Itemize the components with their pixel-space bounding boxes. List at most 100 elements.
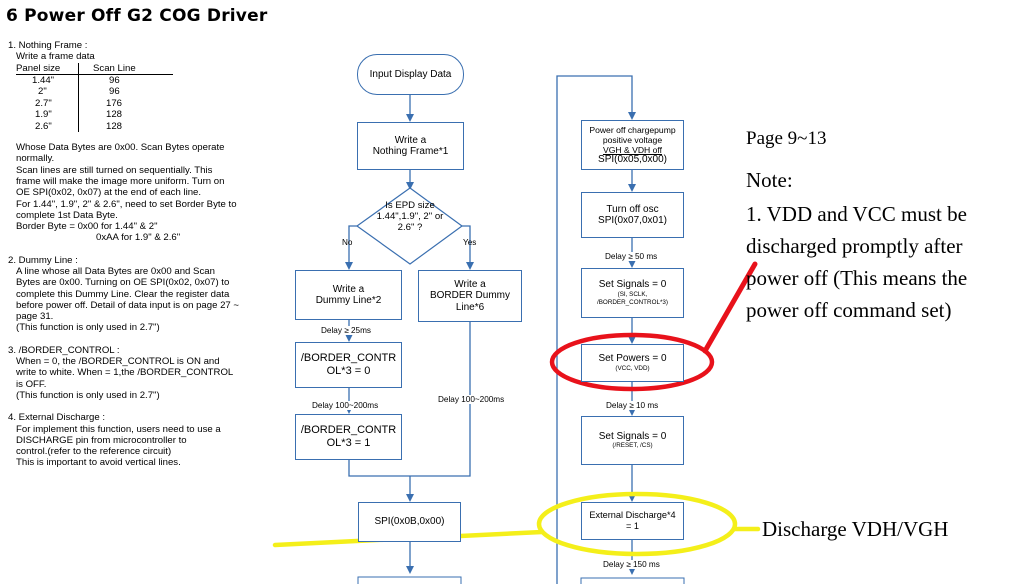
node-sublabel: /BORDER_CONTROL*3): [596, 298, 669, 306]
node-label: Dummy Line*2: [315, 295, 382, 306]
note-2-line: (This function is only used in 2.7"): [16, 322, 160, 334]
node-label: positive voltage: [602, 134, 663, 145]
node-label: = 1: [625, 521, 640, 531]
table-cell: 128: [106, 109, 123, 121]
note-4-line: control.(refer to the reference circuit): [16, 446, 172, 458]
table-row: 2"96: [16, 86, 173, 98]
delay-label: Delay ≥ 50 ms: [605, 252, 658, 261]
note-1-line: complete 1st Data Byte.: [16, 209, 118, 221]
node-label: Nothing Frame*1: [372, 146, 449, 157]
note-1-line: Whose Data Bytes are 0x00. Scan Bytes op…: [16, 142, 225, 154]
node-label: OL*3 = 0: [326, 365, 371, 377]
note-3-line: (This function is only used in 2.7"): [16, 389, 160, 401]
decision-line: 2.6" ?: [397, 222, 423, 233]
table-cell: 128: [106, 120, 123, 132]
note-1-sub: Write a frame data: [16, 51, 95, 63]
delay-label: Delay 100~200ms: [438, 395, 505, 404]
node-label: External Discharge*4: [589, 510, 676, 520]
border-control-0-node: /BORDER_CONTR OL*3 = 0: [295, 342, 402, 388]
no-label: No: [342, 238, 353, 247]
node-label: Set Powers = 0: [598, 353, 667, 365]
note-3-title: 3. /BORDER_CONTROL :: [8, 344, 120, 356]
table-cell: 1.44": [16, 74, 79, 87]
note-line: power off (This means the: [746, 266, 968, 290]
discharge-annotation: Discharge VDH/VGH: [762, 517, 949, 541]
table-row: 1.44" 96: [16, 74, 173, 87]
page-reference: Page 9~13: [746, 128, 827, 149]
set-signals-reset-node: Set Signals = 0 (/RESET, /CS): [581, 416, 684, 465]
note-line: power off command set): [746, 298, 952, 322]
node-label: Write a: [454, 278, 486, 290]
note-2-title: 2. Dummy Line :: [8, 254, 78, 266]
note-2-line: page 31.: [16, 311, 54, 323]
decision-diamond: [355, 187, 464, 265]
node-label: SPI(0x05,0x00): [598, 154, 667, 166]
note-1-line: frame will make the image more uniform. …: [16, 175, 225, 187]
set-powers-node: Set Powers = 0 (VCC, VDD): [581, 344, 684, 382]
power-off-chargepump-node: Power off chargepump positive voltage VG…: [581, 120, 684, 170]
set-signals-node: Set Signals = 0 (SI, SCLK, /BORDER_CONTR…: [581, 268, 684, 318]
node-label: OL*3 = 1: [326, 437, 371, 449]
table-cell: 2.7": [16, 97, 79, 110]
table-cell: 96: [109, 75, 120, 86]
note-2-line: Bytes are 0x00. Turning on OE SPI(0x02, …: [16, 277, 230, 289]
table-header: Scan Line: [78, 62, 173, 75]
table-row: 2.6"128: [16, 120, 173, 133]
turn-off-osc-node: Turn off osc SPI(0x07,0x01): [581, 192, 684, 238]
node-label: Write a: [394, 134, 427, 146]
table-cell: 2": [16, 86, 79, 98]
next-box-partial: [357, 576, 462, 584]
page-title: 6 Power Off G2 COG Driver: [6, 6, 268, 26]
input-display-data-node: Input Display Data: [357, 54, 464, 95]
table-header: Panel size: [16, 62, 79, 75]
note-3-line: When = 0, the /BORDER_CONTROL is ON and: [16, 356, 220, 368]
table-row: 2.7" 176: [16, 97, 173, 110]
next-box-partial: [580, 577, 685, 584]
table-cell: 1.9": [16, 109, 79, 121]
note-3-line: is OFF.: [16, 378, 47, 390]
yellow-highlight-mark: [272, 491, 761, 557]
panel-size-table: Panel size Scan Line 1.44" 96 2"96 2.7" 17…: [16, 62, 173, 133]
node-label: Line*6: [455, 301, 485, 313]
delay-label: Delay ≥ 10 ms: [606, 401, 659, 410]
footnotes: 1. Nothing Frame : Write a frame data Pa…: [8, 40, 239, 469]
node-sublabel: (SI, SCLK,: [617, 290, 648, 298]
node-label: Input Display Data: [369, 68, 452, 80]
node-label: /BORDER_CONTR: [300, 424, 397, 436]
table-row: 1.9" 128: [16, 109, 173, 121]
note-1-line: For 1.44", 1.9", 2" & 2.6", need to set …: [16, 198, 237, 210]
node-label: Power off chargepump: [589, 124, 676, 135]
note-heading: Note:: [746, 168, 793, 192]
note-4-line: This is important to avoid vertical line…: [16, 457, 181, 469]
border-dummy-line-node: Write a BORDER Dummy Line*6: [418, 270, 522, 322]
note-4-line: For implement this function, users need …: [16, 423, 221, 435]
dummy-line-node: Write a Dummy Line*2: [295, 270, 402, 320]
note-4-title: 4. External Discharge :: [8, 412, 106, 424]
note-1-line: normally.: [16, 153, 55, 165]
table-header-row: Panel size Scan Line: [16, 62, 173, 75]
red-highlight-mark: [549, 261, 758, 392]
external-discharge-node: External Discharge*4 = 1: [581, 502, 684, 540]
note-1-line: Border Byte = 0x00 for 1.44" & 2": [16, 221, 158, 233]
note-1-line: Scan lines are still turned on sequentia…: [16, 164, 213, 176]
node-label: /BORDER_CONTR: [300, 352, 397, 364]
decision-line: 1.44",1.9", 2" or: [376, 211, 444, 222]
node-label: Turn off osc: [606, 203, 659, 215]
table-cell: 176: [106, 97, 123, 109]
note-1-title: 1. Nothing Frame :: [8, 40, 88, 51]
spi-0b-node: SPI(0x0B,0x00): [358, 502, 461, 542]
node-label: SPI(0x07,0x01): [598, 215, 667, 226]
note-line: discharged promptly after: [746, 234, 963, 258]
decision-line: Is EPD size: [385, 200, 435, 211]
node-label: Set Signals = 0: [598, 279, 667, 291]
nothing-frame-node: Write a Nothing Frame*1: [357, 122, 464, 170]
node-label: VGH & VDH off: [602, 145, 663, 155]
note-line: 1. VDD and VCC must be: [746, 202, 967, 226]
decision-text: Is EPD size 1.44",1.9", 2" or 2.6" ?: [372, 200, 448, 233]
yes-label: Yes: [463, 238, 477, 247]
border-control-1-node: /BORDER_CONTR OL*3 = 1: [295, 414, 402, 460]
delay-label: Delay 100~200ms: [312, 401, 379, 410]
note-4-line: DISCHARGE pin from microcontroller to: [16, 434, 187, 446]
node-sublabel: (/RESET, /CS): [612, 442, 653, 450]
